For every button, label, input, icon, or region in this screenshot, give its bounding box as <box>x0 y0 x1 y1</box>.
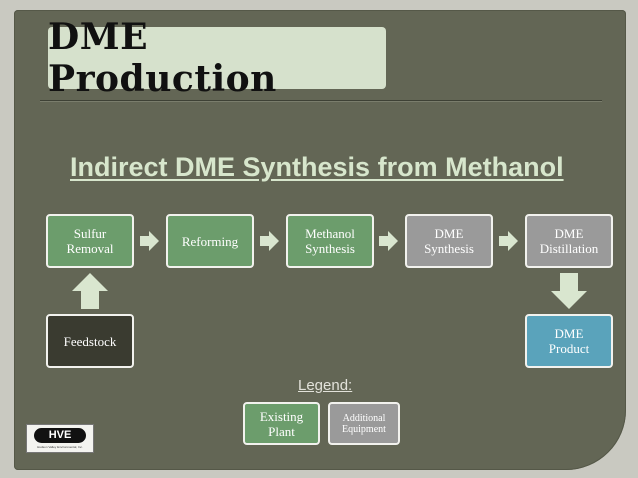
arrow-right-icon <box>379 231 398 251</box>
slide-title: DME Production <box>48 16 277 100</box>
sulfur-removal-box: Sulfur Removal <box>46 214 134 268</box>
title-divider <box>40 100 602 101</box>
legend-additional-equipment: Additional Equipment <box>328 402 400 445</box>
company-logo: HVE Hudson Valley Environmental, Inc. <box>26 424 94 453</box>
legend-existing-plant-label: Existing Plant <box>259 408 304 439</box>
arrow-right-icon <box>140 231 159 251</box>
legend-additional-equipment-label: Additional Equipment <box>342 412 386 435</box>
logo-mark: HVE <box>34 428 86 443</box>
arrow-down-icon <box>551 273 587 309</box>
dme-synthesis-label: DME Synthesis <box>424 226 474 256</box>
reforming-box: Reforming <box>166 214 254 268</box>
methanol-synthesis-box: Methanol Synthesis <box>286 214 374 268</box>
sulfur-removal-label: Sulfur Removal <box>66 226 114 256</box>
slide-subtitle: Indirect DME Synthesis from Methanol <box>70 152 564 182</box>
title-box: DME Production <box>48 16 386 100</box>
legend-title: Legend: <box>298 377 353 394</box>
dme-product-label: DME Product <box>548 326 590 356</box>
dme-distillation-label: DME Distillation <box>539 226 599 256</box>
legend-existing-plant: Existing Plant <box>243 402 320 445</box>
dme-distillation-box: DME Distillation <box>525 214 613 268</box>
feedstock-box: Feedstock <box>46 314 134 368</box>
logo-company-name: Hudson Valley Environmental, Inc. <box>37 445 83 449</box>
arrow-right-icon <box>260 231 279 251</box>
arrow-up-icon <box>72 273 108 309</box>
reforming-label: Reforming <box>181 233 239 249</box>
feedstock-label: Feedstock <box>63 333 117 349</box>
arrow-right-icon <box>499 231 518 251</box>
methanol-synthesis-label: Methanol Synthesis <box>305 226 355 256</box>
dme-synthesis-box: DME Synthesis <box>405 214 493 268</box>
dme-product-box: DME Product <box>525 314 613 368</box>
